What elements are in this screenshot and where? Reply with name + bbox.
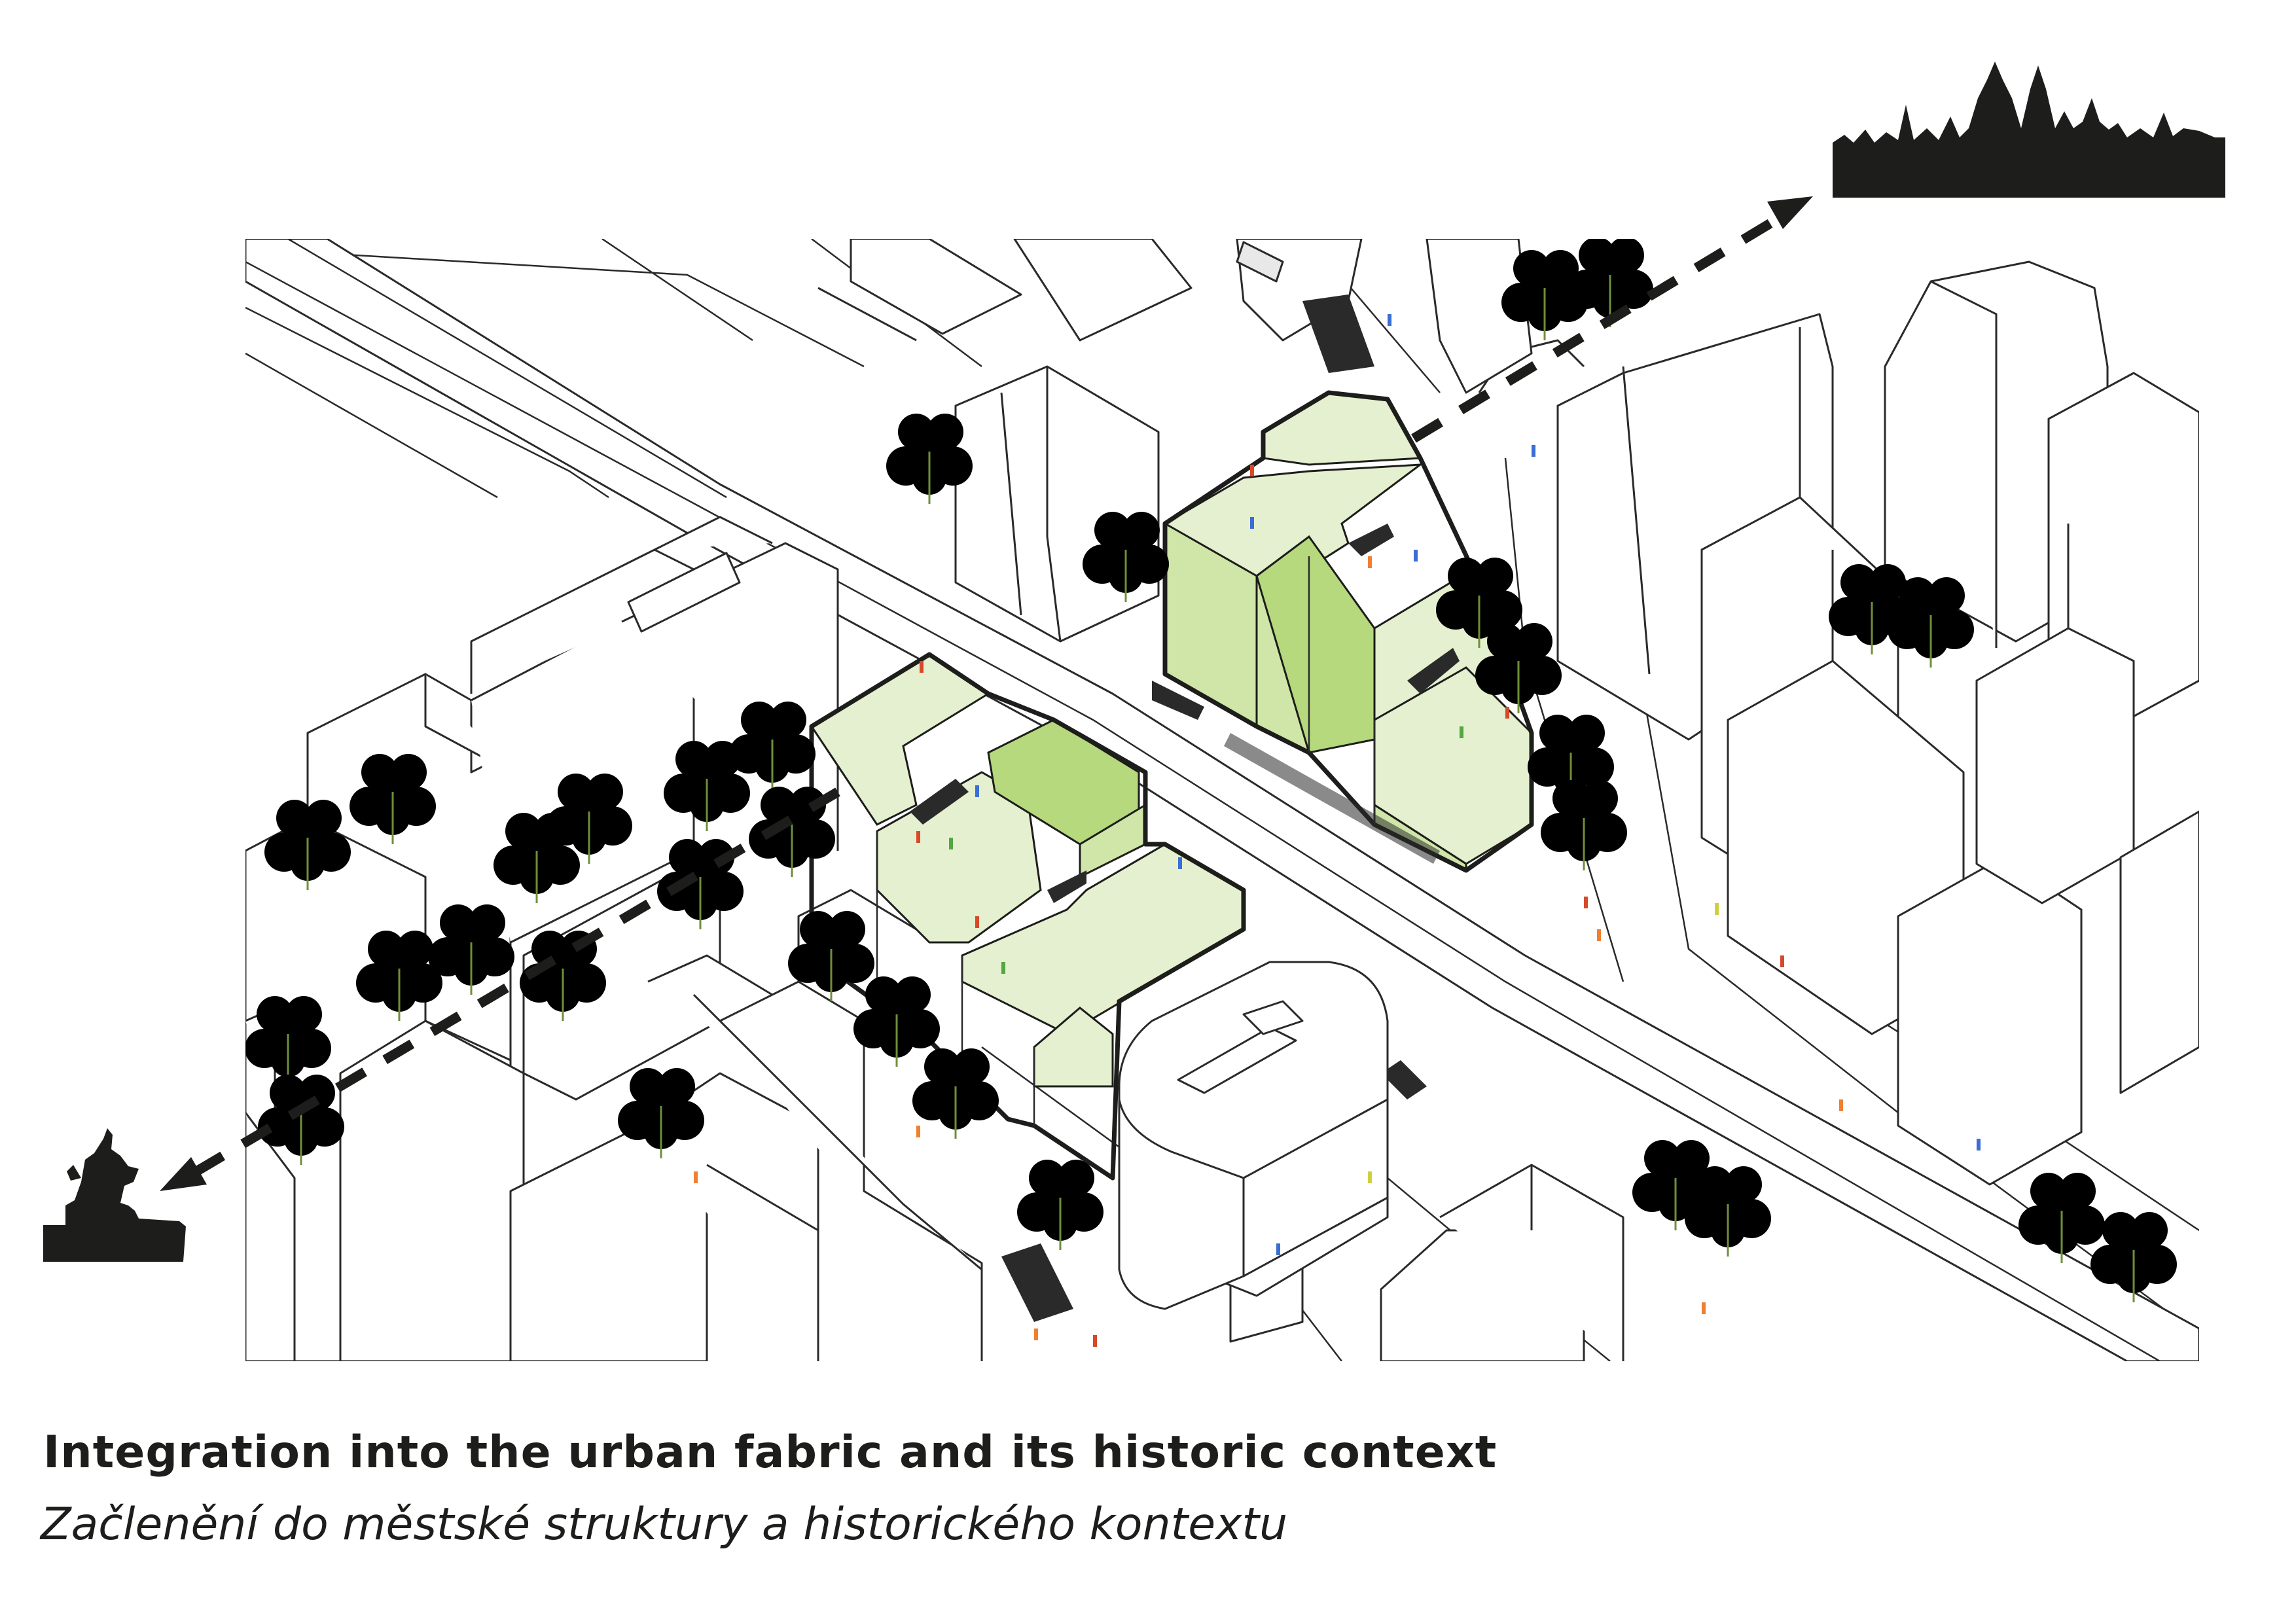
axis-dashed-line-south xyxy=(194,787,840,1176)
new-building-south xyxy=(809,652,1246,1181)
arrow-south-icon xyxy=(160,1157,207,1191)
context-buildings-right xyxy=(1478,260,2199,1186)
arrow-north-icon xyxy=(1767,196,1813,229)
context-buildings-left xyxy=(245,516,983,1361)
context-buildings-top xyxy=(817,239,1533,643)
rounded-building xyxy=(1118,961,1389,1310)
castle-skyline-icon xyxy=(1833,62,2225,198)
urban-context xyxy=(245,239,2199,1361)
historic-axis xyxy=(160,196,1813,1191)
people-figures xyxy=(694,314,1981,1347)
caption-title-english: Integration into the urban fabric and it… xyxy=(43,1427,1498,1478)
equestrian-statue-icon xyxy=(43,1128,186,1262)
caption-title-czech: Začlenění do městské struktury a histori… xyxy=(41,1499,1288,1550)
axis-dashed-line-north xyxy=(1411,205,1796,443)
